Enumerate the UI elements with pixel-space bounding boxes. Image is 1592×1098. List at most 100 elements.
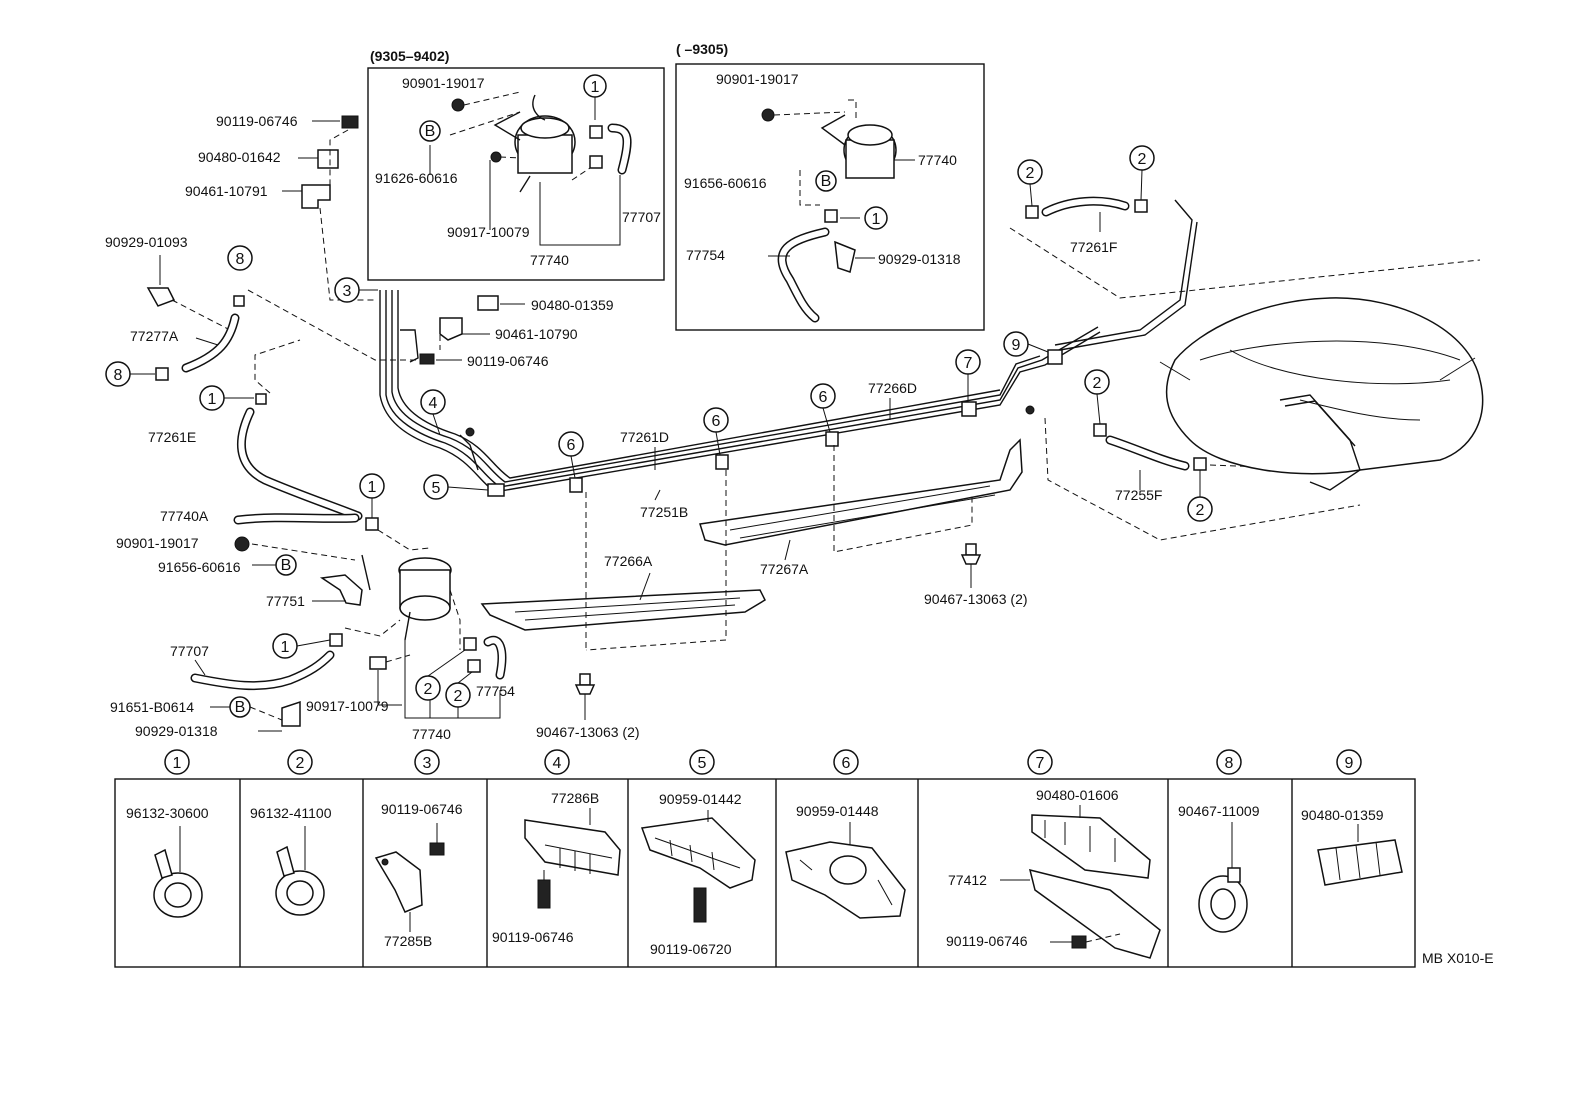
- legend-6-clamp-drawing: [785, 822, 906, 919]
- inset-right-screw-label: 90901-19017: [716, 71, 799, 87]
- legend-5-part-b: 90119-06720: [650, 941, 732, 957]
- inset-right-clamp-label: 90929-01318: [878, 251, 961, 267]
- inset-right-b-letter: B: [821, 173, 832, 190]
- callout-2-top-right: 2: [1138, 151, 1147, 168]
- diagram-code: MB X010-E: [1422, 950, 1494, 966]
- legend-7-part-c: 90119-06746: [946, 933, 1028, 949]
- bolt-mid-label: 90119-06746: [467, 353, 549, 369]
- callout-6-b: 6: [712, 413, 721, 430]
- cushion-mid-label: 90480-01359: [531, 297, 614, 313]
- legend-3-bracket-drawing: [374, 823, 445, 932]
- inset-right-hose-label: 77754: [686, 247, 725, 263]
- leader-77251b: [654, 489, 661, 501]
- legend-7-part-b: 77412: [948, 872, 987, 888]
- hose-77707-label: 77707: [170, 643, 209, 659]
- grommet-lower-label: 91656-60616: [158, 559, 241, 575]
- inset-left-fitting-label: 90917-10079: [447, 224, 530, 240]
- tube-77251b-label: 77251B: [640, 504, 688, 520]
- legend-4-part-b: 90119-06746: [492, 929, 574, 945]
- legend-5-clamp-drawing: [640, 810, 756, 923]
- callout-6-a: 6: [567, 437, 576, 454]
- legend-2-clip-drawing: [275, 826, 325, 916]
- clip-left-label: 90467-13063 (2): [536, 724, 640, 740]
- bracket-top-label: 90461-10791: [185, 183, 268, 199]
- callout-8-upper: 8: [236, 251, 245, 268]
- callout-9-main: 9: [1012, 337, 1021, 354]
- main-line-callouts: 3 4 5 6 6 6 7 9: [334, 277, 1049, 500]
- legend-7-part-a: 90480-01606: [1036, 787, 1119, 803]
- callout-1-canister: 1: [368, 479, 377, 496]
- hose-77754-label: 77754: [476, 683, 515, 699]
- inset-left-screw-label: 90901-19017: [402, 75, 485, 91]
- legend-callouts: 1 2 3 4 5 6 7 8 9: [164, 749, 1362, 775]
- hose-77740a-label: 77740A: [160, 508, 209, 524]
- callout-2-low: 2: [1196, 502, 1205, 519]
- legend-num-3: 3: [423, 755, 432, 772]
- callout-8-lower: 8: [114, 367, 123, 384]
- legend-9-cushion-drawing: [1317, 824, 1403, 886]
- tube-77261d-label: 77261D: [620, 429, 669, 445]
- legend-3-part-b: 77285B: [384, 933, 432, 949]
- legend-num-9: 9: [1345, 755, 1354, 772]
- lower-canister-drawing: 1 B 1 B 2: [190, 473, 507, 732]
- callout-3-main: 3: [343, 283, 352, 300]
- cushion-top-label: 90480-01642: [198, 149, 281, 165]
- b-letter-lower-1: B: [281, 557, 292, 574]
- legend-4-clamp-drawing: [524, 808, 621, 909]
- legend-5-part-a: 90959-01442: [659, 791, 742, 807]
- callout-2-lower-b: 2: [454, 688, 463, 705]
- legend-8-part-a: 90467-11009: [1178, 803, 1260, 819]
- legend-2-part-a: 96132-41100: [250, 805, 332, 821]
- callout-1-hose: 1: [208, 391, 217, 408]
- protector-drawing: [480, 438, 1023, 720]
- protector-77266a-label: 77266A: [604, 553, 653, 569]
- legend-num-2: 2: [296, 755, 305, 772]
- protector-77267a-label: 77267A: [760, 561, 809, 577]
- clip-right-label: 90467-13063 (2): [924, 591, 1028, 607]
- canister-lower-label: 77740: [412, 726, 451, 742]
- screw-lower-label: 90901-19017: [116, 535, 199, 551]
- inset-left-grommet-label: 91626-60616: [375, 170, 458, 186]
- left-hose-group: 8 8 1: [105, 245, 420, 521]
- legend-num-5: 5: [698, 755, 707, 772]
- legend-9-part-a: 90480-01359: [1301, 807, 1384, 823]
- hose-77261e-label: 77261E: [148, 429, 196, 445]
- callout-7-main: 7: [964, 355, 973, 372]
- callout-5-main: 5: [432, 480, 441, 497]
- inset-left-callout-1: 1: [591, 79, 600, 96]
- legend-num-8: 8: [1225, 755, 1234, 772]
- inset-right-grommet-label: 91656-60616: [684, 175, 767, 191]
- fitting-lower-label: 90917-10079: [306, 698, 389, 714]
- callout-2-top-left: 2: [1026, 165, 1035, 182]
- top-bracket-drawing: [282, 115, 375, 301]
- hose-77277a-label: 77277A: [130, 328, 179, 344]
- inset-right-canister-label: 77740: [918, 152, 957, 168]
- legend-num-1: 1: [173, 755, 182, 772]
- inset-left-b-letter: B: [425, 123, 436, 140]
- inset-left-frame: [367, 67, 665, 281]
- legend-4-part-a: 77286B: [551, 790, 599, 806]
- hose-77255f-label: 77255F: [1115, 487, 1162, 503]
- bracket-mid-label: 90461-10790: [495, 326, 578, 342]
- legend-3-part-a: 90119-06746: [381, 801, 463, 817]
- legend-num-4: 4: [553, 755, 562, 772]
- clamp-lower-label: 90929-01318: [135, 723, 218, 739]
- inset-left-hose-label: 77707: [622, 209, 661, 225]
- callout-4-main: 4: [429, 395, 438, 412]
- tube-77266d-label: 77266D: [868, 380, 917, 396]
- right-hose-group: 2 2 2 2: [1009, 145, 1481, 541]
- hose-77261f-label: 77261F: [1070, 239, 1117, 255]
- grommet-91651-label: 91651-B0614: [110, 699, 194, 715]
- bolt-top-label: 90119-06746: [216, 113, 298, 129]
- b-letter-lower-2: B: [235, 699, 246, 716]
- inset-right-canister-drawing: B 1: [761, 99, 915, 323]
- callout-2-lower-a: 2: [424, 681, 433, 698]
- legend-num-6: 6: [842, 755, 851, 772]
- inset-right-frame: [675, 63, 985, 331]
- inset-left-canister-label: 77740: [530, 252, 569, 268]
- legend-num-7: 7: [1036, 755, 1045, 772]
- legend-7-clamp-drawing: [1000, 805, 1161, 959]
- fuel-tank-drawing: [1159, 297, 1484, 491]
- callout-1-lower: 1: [281, 639, 290, 656]
